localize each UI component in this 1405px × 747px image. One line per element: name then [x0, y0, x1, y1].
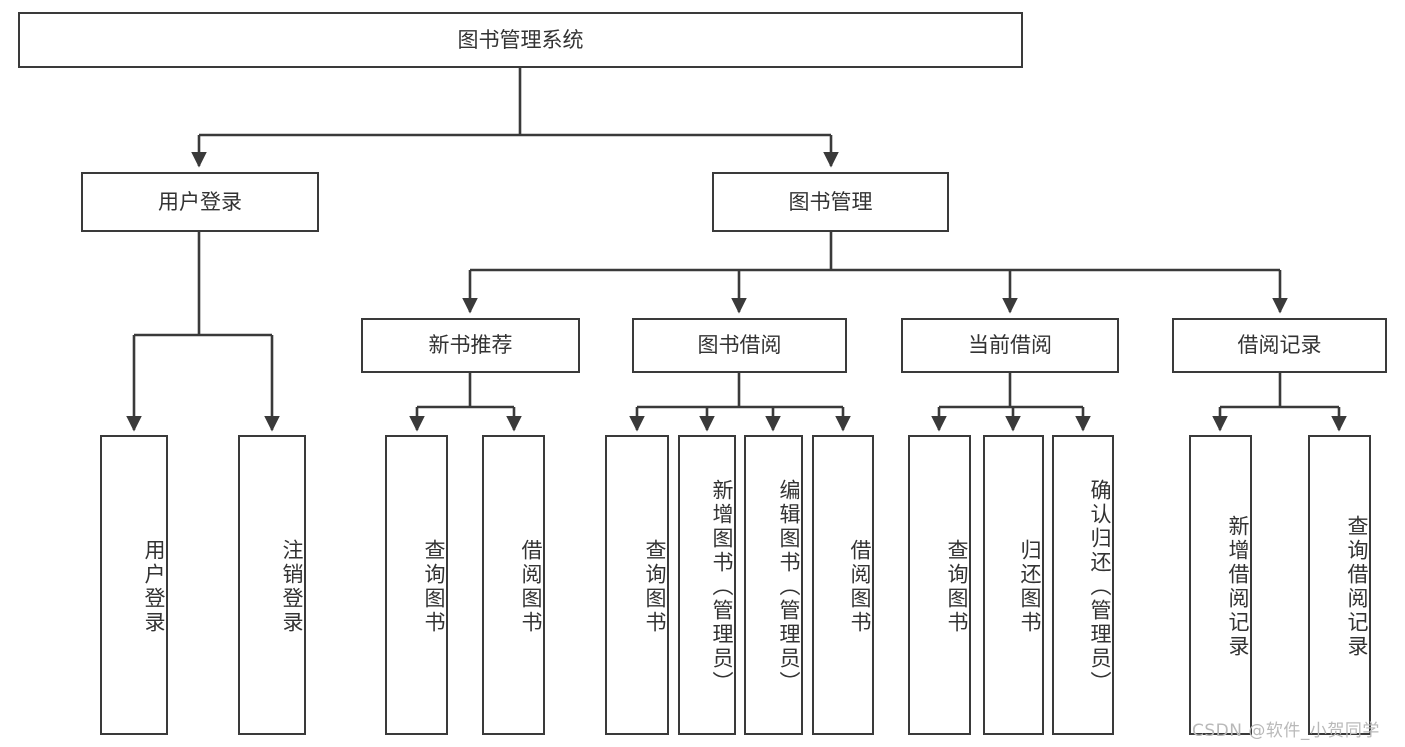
node-leaf-edit-book[interactable]: 编辑图书（管理员）	[744, 435, 803, 735]
node-user-login-label: 用户登录	[158, 189, 242, 214]
node-leaf-query-book-2[interactable]: 查询图书	[605, 435, 669, 735]
node-borrow-record[interactable]: 借阅记录	[1172, 318, 1387, 373]
node-book-borrow[interactable]: 图书借阅	[632, 318, 847, 373]
node-leaf-edit-book-label: 编辑图书（管理员）	[777, 479, 801, 695]
node-leaf-add-book[interactable]: 新增图书（管理员）	[678, 435, 736, 735]
node-leaf-borrow-book-1-label: 借阅图书	[519, 539, 543, 635]
node-new-book-rec-label: 新书推荐	[428, 333, 513, 358]
node-new-book-rec[interactable]: 新书推荐	[361, 318, 580, 373]
node-book-borrow-label: 图书借阅	[697, 333, 782, 358]
node-leaf-query-record-label: 查询借阅记录	[1345, 515, 1369, 659]
node-leaf-user-login[interactable]: 用户登录	[100, 435, 168, 735]
node-root[interactable]: 图书管理系统	[18, 12, 1023, 68]
node-leaf-query-book-3-label: 查询图书	[945, 539, 969, 635]
node-leaf-add-book-label: 新增图书（管理员）	[710, 479, 734, 695]
node-leaf-add-record[interactable]: 新增借阅记录	[1189, 435, 1252, 735]
node-book-manage-label: 图书管理	[788, 189, 873, 214]
node-leaf-borrow-book-2-label: 借阅图书	[848, 539, 872, 635]
node-leaf-confirm-return-label: 确认归还（管理员）	[1088, 479, 1112, 695]
watermark: CSDN @软件_小贺同学	[1192, 721, 1380, 741]
node-leaf-query-book-3[interactable]: 查询图书	[908, 435, 971, 735]
node-current-borrow-label: 当前借阅	[968, 333, 1052, 358]
node-leaf-logout[interactable]: 注销登录	[238, 435, 306, 735]
node-leaf-query-book-1-label: 查询图书	[422, 539, 446, 635]
node-leaf-user-login-label: 用户登录	[142, 539, 166, 635]
node-leaf-query-book-2-label: 查询图书	[643, 539, 667, 635]
node-current-borrow[interactable]: 当前借阅	[901, 318, 1119, 373]
node-leaf-borrow-book-1[interactable]: 借阅图书	[482, 435, 545, 735]
node-borrow-record-label: 借阅记录	[1237, 333, 1322, 358]
node-leaf-return-book-label: 归还图书	[1018, 539, 1042, 635]
node-leaf-confirm-return[interactable]: 确认归还（管理员）	[1052, 435, 1114, 735]
node-leaf-add-record-label: 新增借阅记录	[1226, 515, 1250, 659]
node-leaf-query-book-1[interactable]: 查询图书	[385, 435, 448, 735]
node-leaf-return-book[interactable]: 归还图书	[983, 435, 1044, 735]
node-root-label: 图书管理系统	[457, 27, 584, 52]
node-book-manage[interactable]: 图书管理	[712, 172, 949, 232]
node-leaf-logout-label: 注销登录	[280, 539, 304, 635]
node-leaf-borrow-book-2[interactable]: 借阅图书	[812, 435, 874, 735]
node-leaf-query-record[interactable]: 查询借阅记录	[1308, 435, 1371, 735]
node-user-login[interactable]: 用户登录	[81, 172, 319, 232]
